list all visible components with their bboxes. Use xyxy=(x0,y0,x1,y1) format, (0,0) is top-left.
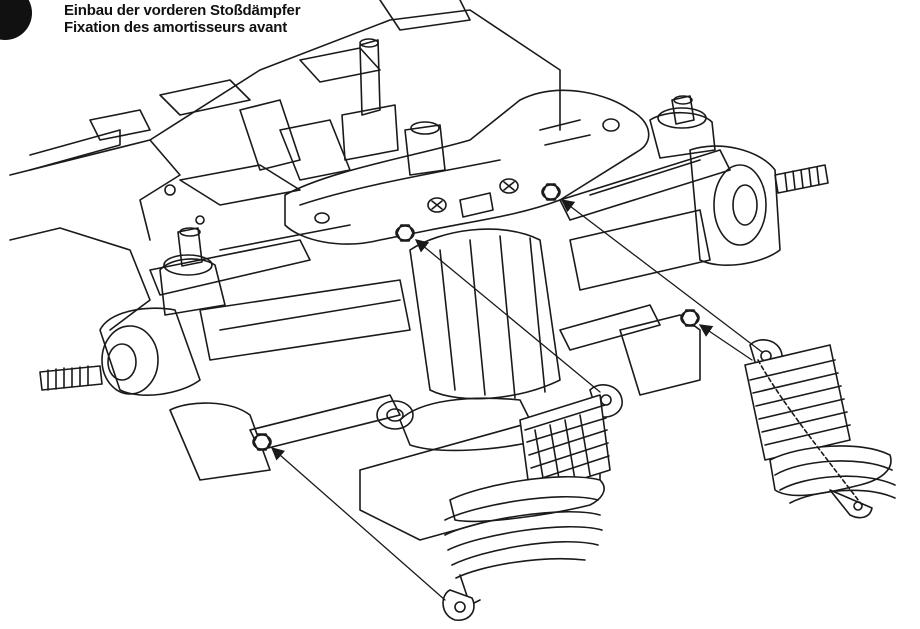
steering-posts xyxy=(239,38,446,181)
left-axle-shaft xyxy=(39,365,103,391)
arrow-left-upper xyxy=(414,239,601,393)
left-shock-absorber xyxy=(442,384,623,621)
step-title: Einbau der vorderen Stoßdämpfer Fixation… xyxy=(64,2,301,36)
right-hub-carrier xyxy=(569,95,781,291)
arrow-right-lower xyxy=(698,324,753,361)
shock-mount-left-upper xyxy=(395,224,415,242)
right-shock-absorber xyxy=(744,339,896,519)
arrow-icon xyxy=(271,199,763,601)
upper-arms xyxy=(149,149,731,296)
title-french: Fixation des amortisseurs avant xyxy=(64,19,288,36)
arrow-right-upper xyxy=(560,199,763,353)
shock-mount-right-upper xyxy=(541,183,561,201)
shock-mount-right-lower xyxy=(680,309,700,327)
arrow-left-lower xyxy=(271,447,446,601)
title-german: Einbau der vorderen Stoßdämpfer xyxy=(64,2,301,19)
gearbox-housing xyxy=(376,228,561,452)
right-axle-shaft xyxy=(774,164,829,194)
left-hub-carrier xyxy=(99,227,411,396)
shock-tower xyxy=(284,89,650,245)
shock-mount-left-lower xyxy=(252,433,272,451)
